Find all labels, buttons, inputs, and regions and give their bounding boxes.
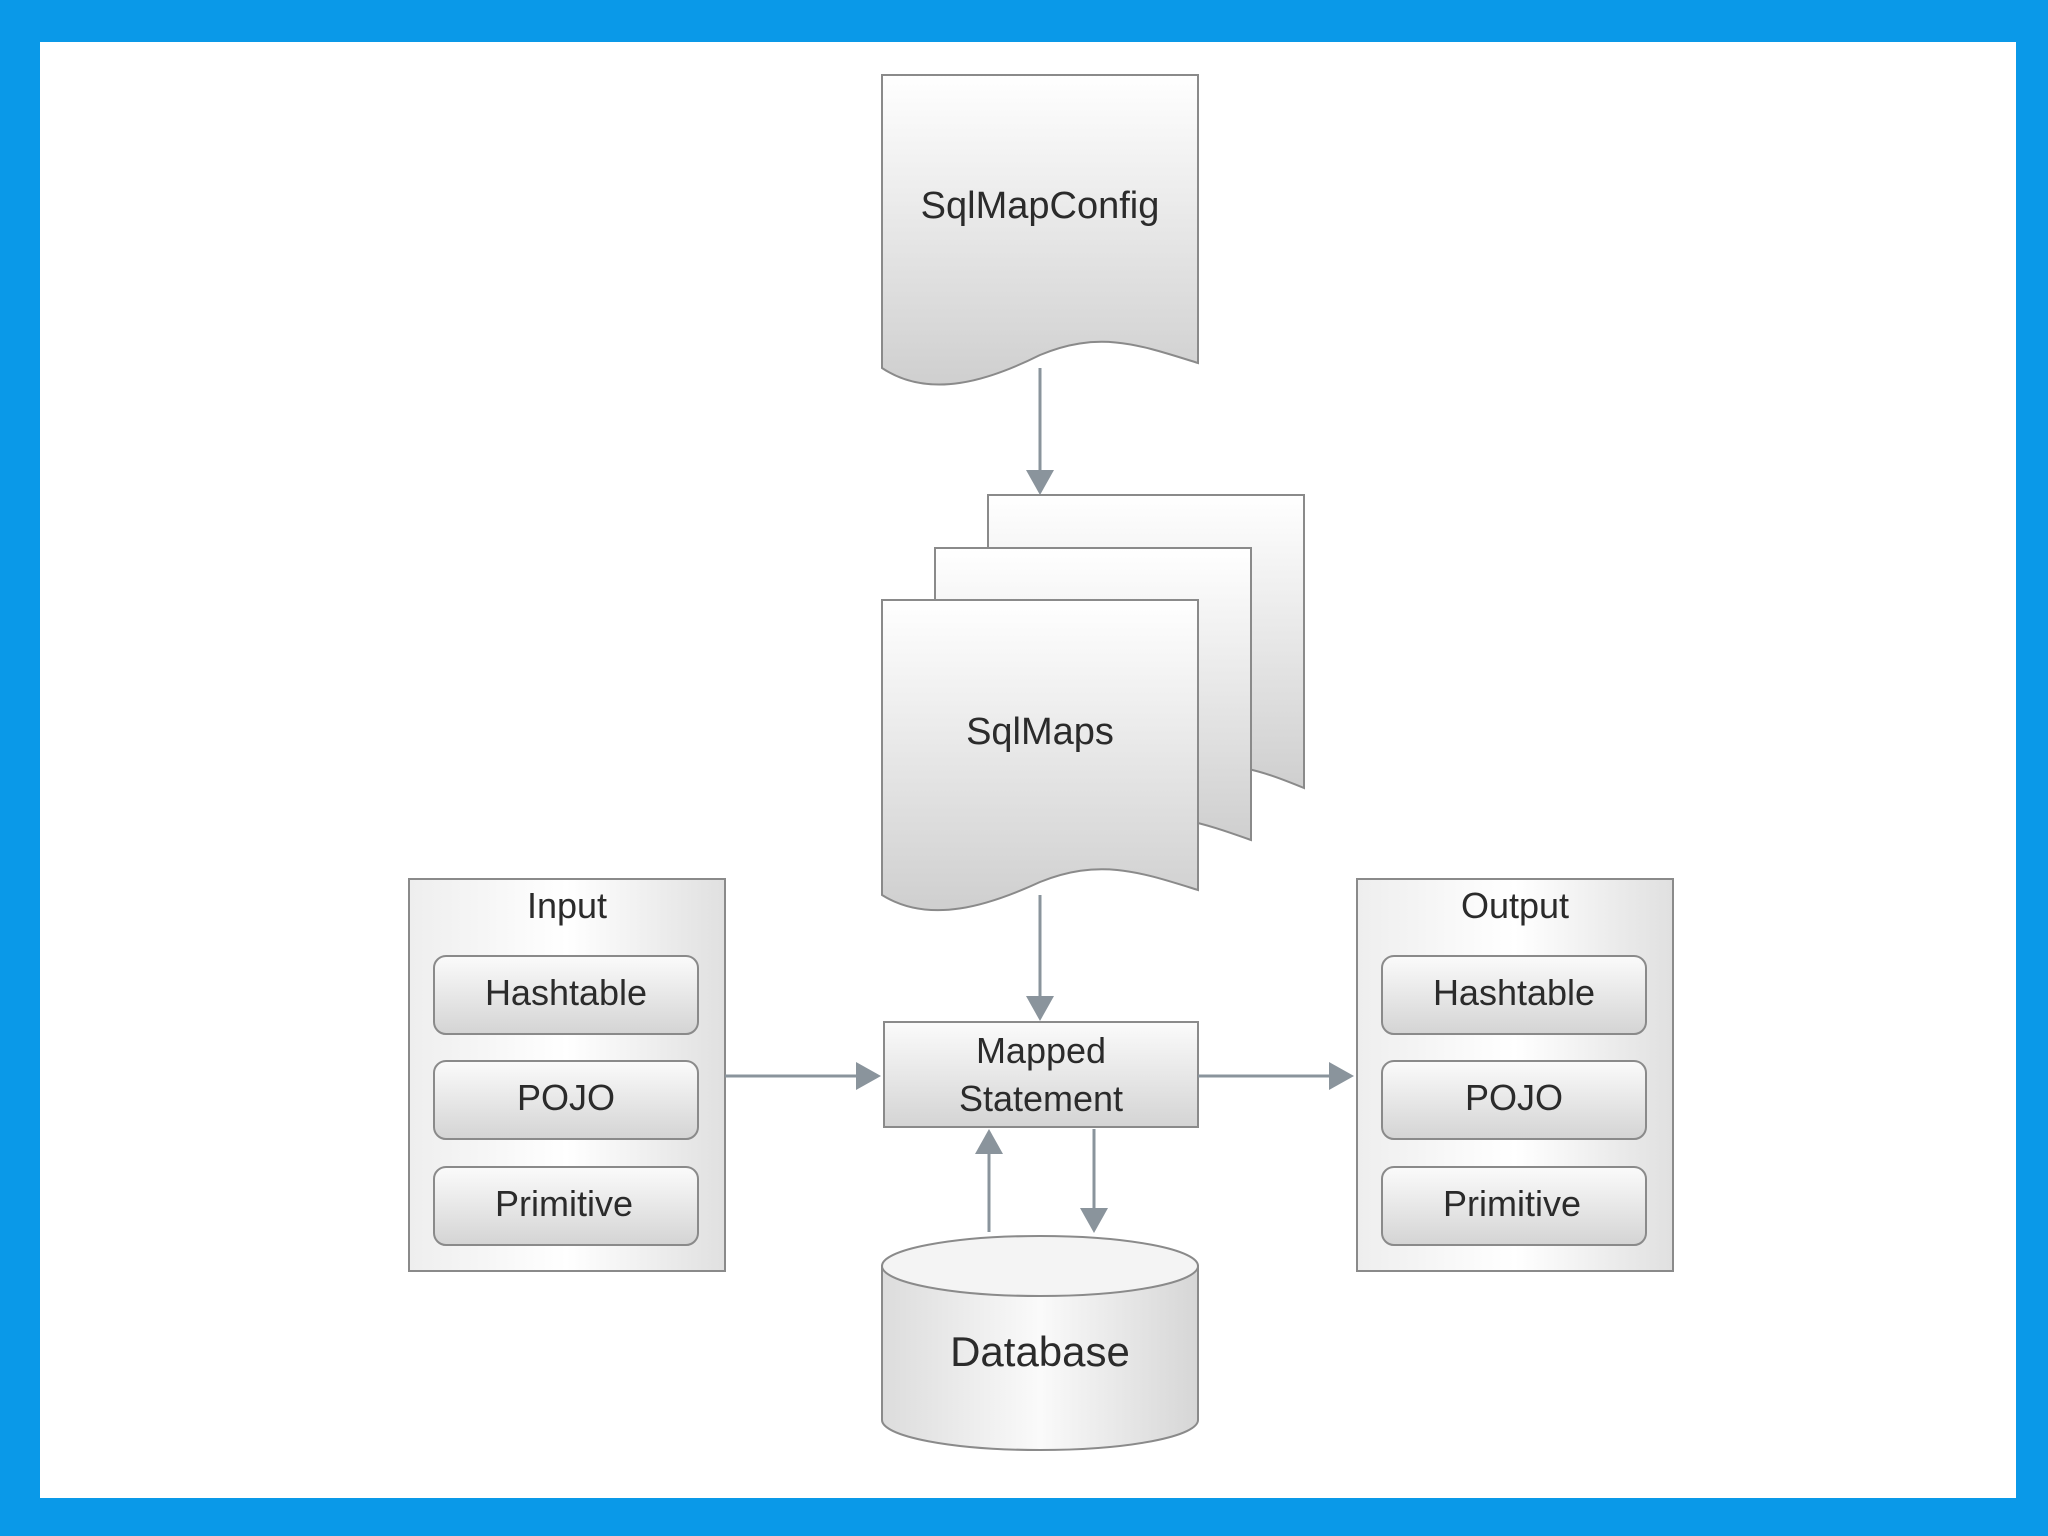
input-item-primitive: Primitive [433, 1166, 699, 1246]
sqlmaps-document-stack: SqlMaps [881, 494, 1305, 912]
arrowhead-statement-to-output [1329, 1062, 1354, 1090]
output-item-hashtable: Hashtable [1381, 955, 1647, 1035]
mapped-statement-box: Mapped Statement [883, 1021, 1199, 1128]
input-title: Input [527, 885, 607, 926]
input-item-pojo: POJO [433, 1060, 699, 1140]
svg-text:Primitive: Primitive [1443, 1183, 1581, 1224]
output-title: Output [1461, 885, 1569, 926]
svg-text:Hashtable: Hashtable [1433, 972, 1595, 1013]
svg-text:POJO: POJO [517, 1077, 615, 1118]
mapped-statement-line1: Mapped [976, 1030, 1106, 1071]
sqlmaps-label: SqlMaps [966, 711, 1114, 753]
svg-text:Primitive: Primitive [495, 1183, 633, 1224]
sqlmapconfig-label: SqlMapConfig [921, 185, 1160, 227]
output-item-pojo: POJO [1381, 1060, 1647, 1140]
database-cylinder: Database [881, 1235, 1199, 1451]
arrowhead-database-to-statement [975, 1129, 1003, 1154]
output-panel: Output Hashtable POJO Primitive [1356, 878, 1674, 1272]
database-label: Database [950, 1328, 1130, 1375]
input-item-hashtable: Hashtable [433, 955, 699, 1035]
svg-text:Hashtable: Hashtable [485, 972, 647, 1013]
arrowhead-config-to-maps [1026, 470, 1054, 495]
arrowhead-statement-to-database [1080, 1208, 1108, 1233]
svg-text:POJO: POJO [1465, 1077, 1563, 1118]
input-panel: Input Hashtable POJO Primitive [408, 878, 726, 1272]
mapped-statement-line2: Statement [959, 1078, 1123, 1119]
sqlmapconfig-document: SqlMapConfig [881, 74, 1199, 386]
arrowhead-maps-to-statement [1026, 996, 1054, 1021]
arrowhead-input-to-statement [856, 1062, 881, 1090]
sqlmaps-page-front [881, 599, 1199, 912]
output-item-primitive: Primitive [1381, 1166, 1647, 1246]
